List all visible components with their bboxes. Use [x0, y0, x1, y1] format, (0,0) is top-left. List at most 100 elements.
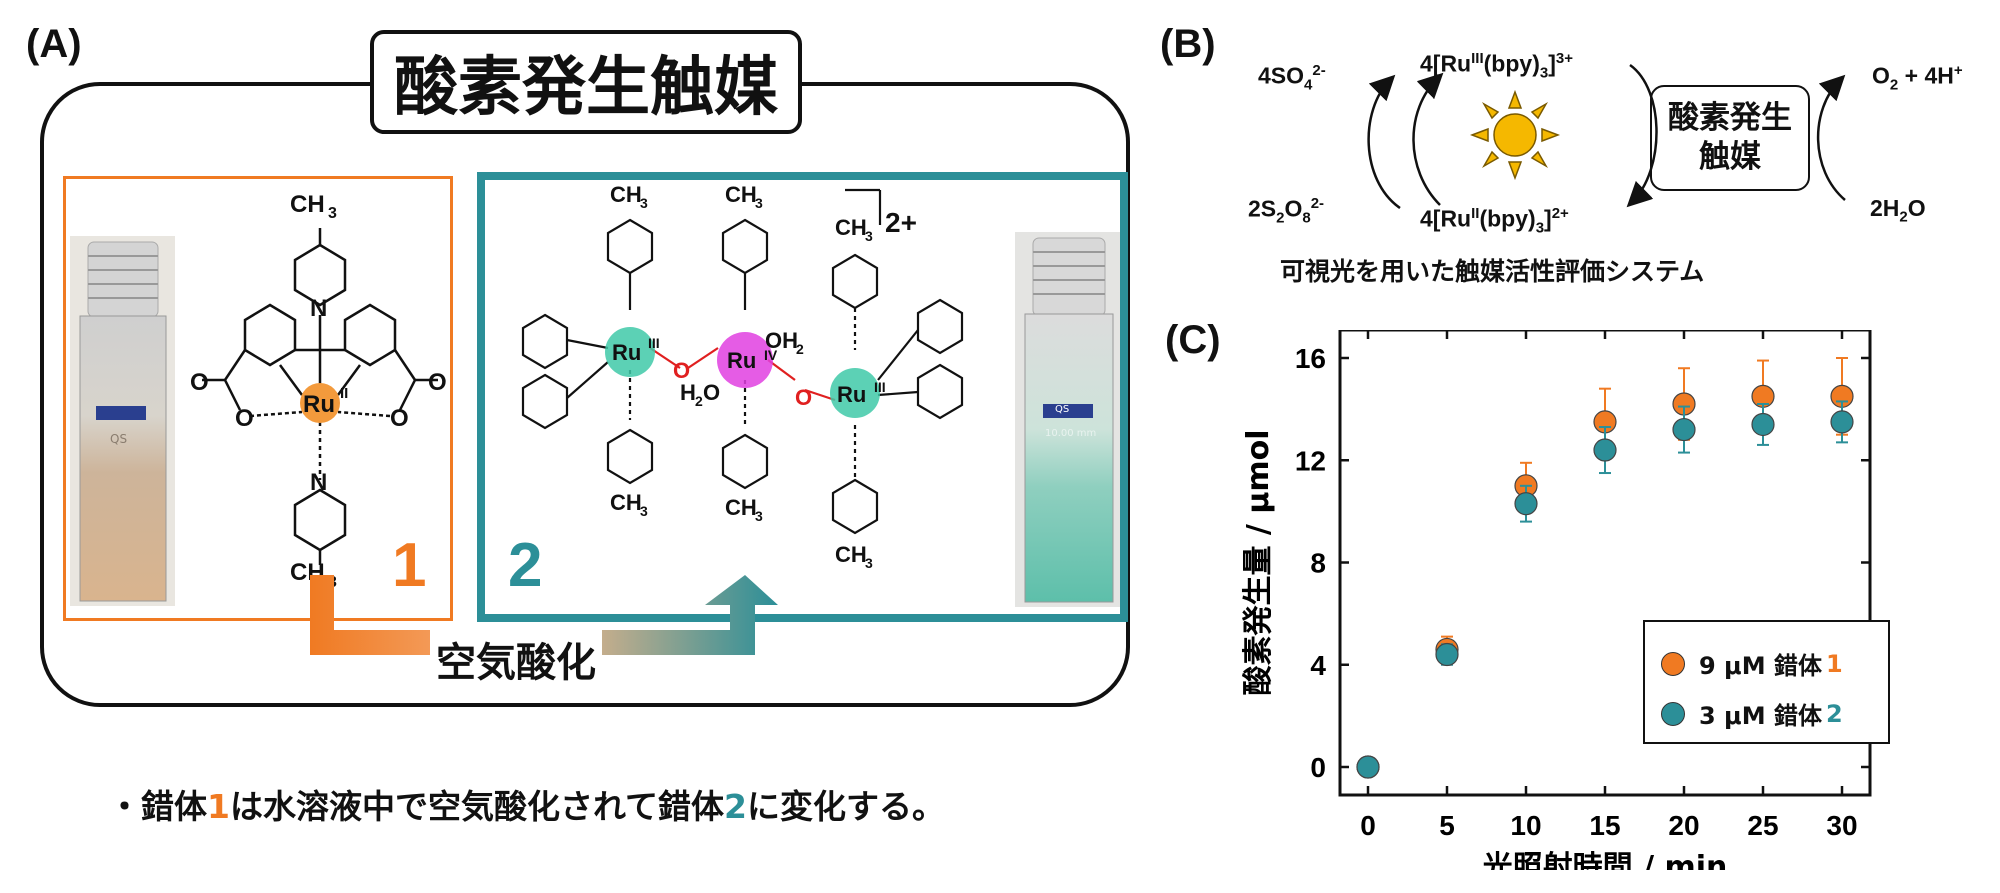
x-tick-label: 30 [1826, 810, 1857, 841]
complex-1-number: 1 [392, 531, 427, 600]
oxidation-label: IV [764, 347, 778, 363]
y-tick-label: 4 [1310, 650, 1326, 681]
ru-label: Ru [612, 340, 641, 365]
ru-label: Ru [303, 391, 335, 418]
catalyst-title: 酸素発生触媒 [370, 30, 802, 134]
note-complex-1: 1 [207, 787, 230, 826]
svg-text:2: 2 [796, 341, 804, 357]
x-tick-label: 0 [1360, 810, 1376, 841]
oh2-label: OH [765, 328, 798, 353]
ch3-label: CH [725, 495, 757, 520]
oxidation-label: III [648, 335, 660, 351]
ch3-label: CH [835, 215, 867, 240]
catalytic-cycle-arrows [1367, 63, 1846, 210]
charge-label: 2+ [885, 207, 917, 238]
panel-c-label: (C) [1165, 318, 1221, 362]
vial-2-sublabel: 10.00 mm [1045, 428, 1096, 439]
vial-2-photo: QS 10.00 mm [1015, 232, 1120, 607]
svg-text:3: 3 [328, 205, 337, 222]
svg-text:O: O [703, 380, 720, 405]
x-tick-label: 20 [1668, 810, 1699, 841]
o-label: O [190, 369, 209, 396]
legend-text: 3 μM 錯体 [1699, 702, 1822, 730]
x-axis-label: 光照射時間 / min [1483, 850, 1728, 870]
vial-1-label: QS [110, 432, 127, 446]
data-point [1672, 417, 1696, 442]
oxidation-label: II [340, 385, 348, 402]
catalyst-box: 酸素発生 触媒 [1650, 85, 1810, 191]
ch3-label: CH [610, 182, 642, 207]
legend-text: 9 μM 錯体 [1699, 652, 1822, 680]
o-bridge-label: O [795, 385, 812, 410]
legend-item: 3 μM 錯体 2 [1661, 696, 1843, 731]
ch3-label: CH [725, 182, 757, 207]
n-label: N [310, 295, 327, 322]
legend-number: 2 [1825, 699, 1843, 728]
ch3-label: CH [610, 490, 642, 515]
legend-number: 1 [1825, 649, 1843, 678]
svg-text:3: 3 [755, 195, 763, 211]
persulfate-label: 2S2O82- [1248, 195, 1325, 227]
air-oxidation-label: 空気酸化 [430, 630, 602, 688]
x-tick-label: 10 [1510, 810, 1541, 841]
complex-2-box [477, 172, 1128, 622]
data-point [1593, 438, 1617, 462]
catalyst-line-2: 触媒 [1699, 139, 1761, 175]
data-point [1751, 412, 1775, 437]
note-complex-2: 2 [723, 787, 747, 826]
sulfate-label: 4SO42- [1258, 62, 1326, 94]
svg-text:3: 3 [640, 195, 648, 211]
chart-legend: 9 μM 錯体 1 3 μM 錯体 2 [1643, 620, 1890, 744]
ch3-label: CH [835, 542, 867, 567]
ru2-label: 4[RuII(bpy)3]2+ [1420, 205, 1569, 237]
water-label: 2H2O [1870, 195, 1926, 226]
data-point [1356, 755, 1380, 779]
n-label: N [310, 469, 327, 496]
y-tick-label: 16 [1295, 343, 1326, 374]
panel-a-label: (A) [26, 22, 82, 66]
vial-1-photo: QS [70, 236, 175, 606]
catalyst-line-1: 酸素発生 [1668, 100, 1792, 137]
bottom-note: ・錯体1は水溶液中で空気酸化されて錯体2に変化する。 [108, 780, 945, 828]
panel-b-label: (B) [1160, 22, 1216, 66]
legend-item: 9 μM 錯体 1 [1661, 646, 1843, 681]
y-axis-label: 酸素発生量 / μmol [1241, 429, 1276, 695]
svg-text:3: 3 [755, 508, 763, 524]
y-tick-label: 8 [1310, 548, 1326, 579]
sun-icon [1470, 90, 1560, 180]
air-oxidation-arrow [310, 575, 778, 655]
y-tick-label: 0 [1310, 752, 1326, 783]
svg-text:3: 3 [865, 555, 873, 571]
data-point [1514, 492, 1538, 516]
ru3-label: 4[RuIII(bpy)3]3+ [1420, 50, 1573, 82]
x-tick-label: 5 [1439, 810, 1455, 841]
ru-label: Ru [837, 382, 866, 407]
x-tick-label: 15 [1589, 810, 1620, 841]
note-text: ・錯体 [108, 787, 207, 826]
complex-1-structure: CH3 N Ru II N CH3 O O O O [190, 191, 447, 590]
o-label: O [235, 405, 254, 432]
vial-2-label: QS [1055, 404, 1069, 415]
system-note: 可視光を用いた触媒活性評価システム [1280, 257, 1705, 286]
data-point [1435, 642, 1459, 667]
note-text: は水溶液中で空気酸化されて錯体 [229, 787, 724, 826]
complex-1-box [63, 176, 453, 621]
legend-marker-teal [1661, 701, 1685, 726]
o-label: O [428, 369, 447, 396]
svg-text:3: 3 [865, 228, 873, 244]
oxygen-label: O2 + 4H+ [1872, 62, 1963, 94]
complex-2-number: 2 [508, 531, 543, 600]
oxidation-label: III [874, 379, 886, 395]
svg-text:3: 3 [640, 503, 648, 519]
y-tick-label: 12 [1295, 445, 1326, 476]
ru-label: Ru [727, 348, 756, 373]
o-bridge-label: O [673, 358, 690, 383]
o-label: O [390, 405, 409, 432]
ch3-label: CH [290, 191, 325, 218]
data-point [1830, 410, 1854, 434]
h2o-label: H [680, 380, 696, 405]
note-text: に変化する。 [746, 787, 945, 826]
x-tick-label: 25 [1747, 810, 1778, 841]
